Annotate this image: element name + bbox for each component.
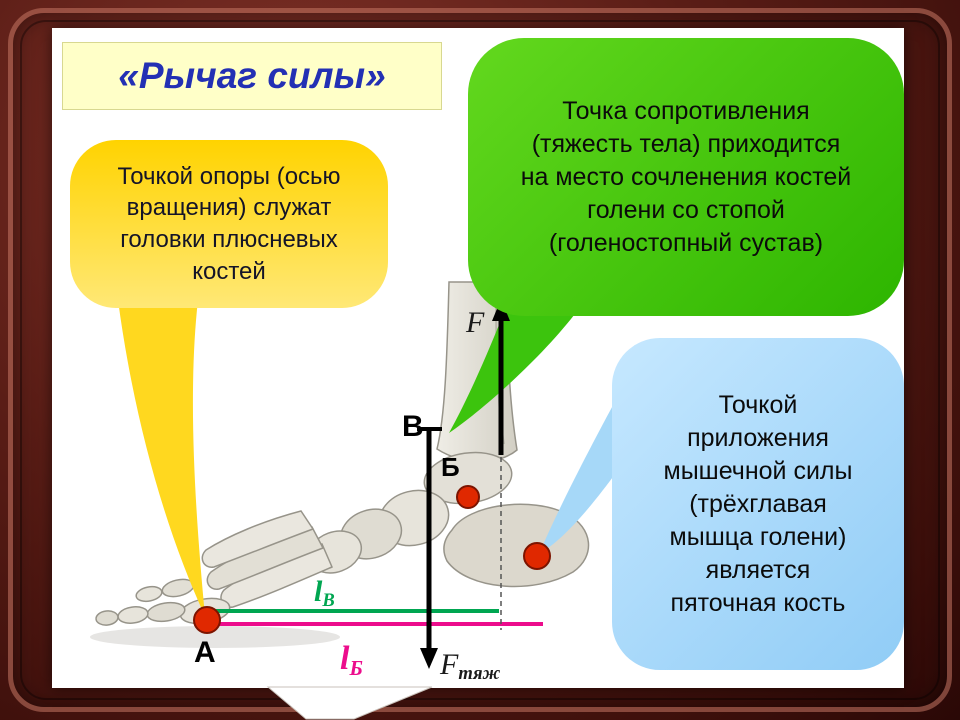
gravity-force-arrow <box>417 427 442 669</box>
effort-callout-tail <box>539 396 618 554</box>
point-b-marker <box>456 485 480 509</box>
force-gravity-subscript: тяж <box>458 663 501 685</box>
callout-effort-text: Точкой приложения мышечной силы (трёхгла… <box>663 390 853 617</box>
label-lever-arm-v: lВ <box>314 575 335 612</box>
label-force-gravity: Fтяж <box>440 648 500 685</box>
callout-fulcrum-text: Точкой опоры (осью вращения) служат голо… <box>117 162 341 285</box>
slide-bottom-notch <box>266 686 433 720</box>
label-point-v: В <box>402 410 424 443</box>
label-point-b: Б <box>441 452 460 482</box>
callout-fulcrum: Точкой опоры (осью вращения) служат голо… <box>70 140 388 308</box>
callout-resistance-text: Точка сопротивления (тяжесть тела) прихо… <box>520 96 852 257</box>
frame-ring-outer <box>8 8 952 712</box>
arm-v-subscript: В <box>322 590 335 612</box>
arm-v-symbol: l <box>314 575 323 608</box>
heel-point-marker <box>523 542 551 570</box>
arm-b-symbol: l <box>340 640 350 677</box>
callout-resistance: Точка сопротивления (тяжесть тела) прихо… <box>468 38 904 316</box>
arm-b-subscript: Б <box>349 655 363 680</box>
label-point-a: А <box>194 636 216 669</box>
callout-effort: Точкой приложения мышечной силы (трёхгла… <box>612 338 904 670</box>
label-force-muscle: F <box>466 306 485 339</box>
fulcrum-callout-tail <box>118 300 205 616</box>
label-lever-arm-b: lБ <box>340 640 363 681</box>
resistance-callout-tail <box>449 310 578 433</box>
point-a-marker <box>193 606 221 634</box>
frame-ring-inner <box>20 20 940 700</box>
force-gravity-symbol: F <box>440 648 459 681</box>
page-title: «Рычаг силы» <box>62 42 442 110</box>
